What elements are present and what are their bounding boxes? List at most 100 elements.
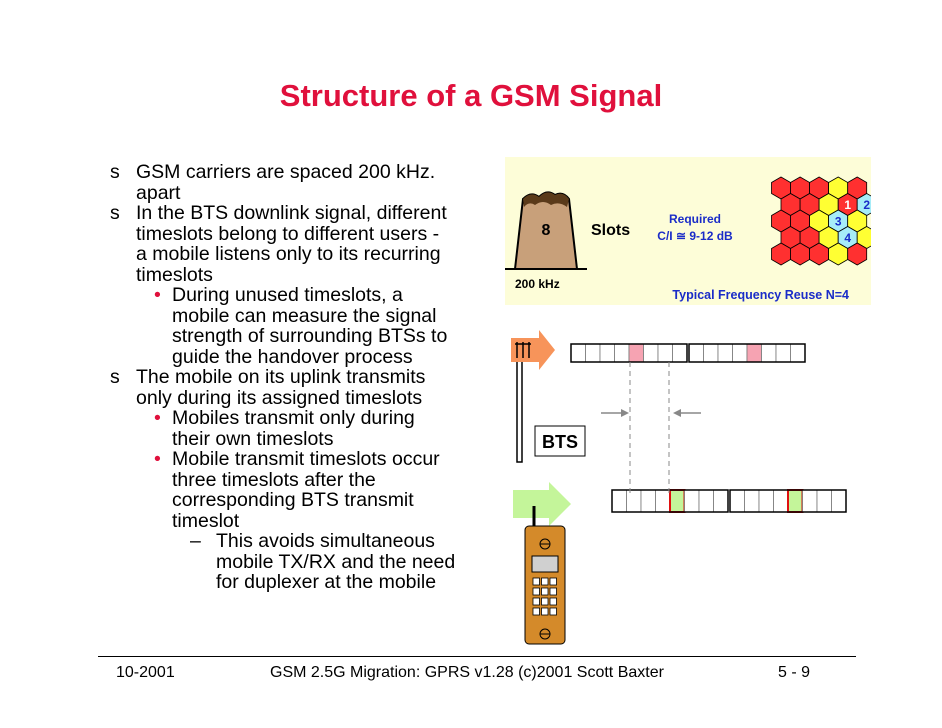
bullet-marker: • [154,284,161,306]
bullet-line: timeslots [136,263,213,286]
bullet-line: strength of surrounding BTSs to [172,325,448,347]
timeslot [672,343,688,363]
slot-count-label: 8 [542,222,551,239]
keypad-key [532,607,540,616]
uplink-arrow [513,482,571,526]
bts-label: BTS [542,432,578,452]
antenna-mast [516,357,523,463]
bullet-line: their own timeslots [172,427,334,450]
downlink-arrow [511,330,555,370]
keypad-key [532,577,540,586]
carrier-diagram: 8 Slots 200 kHz Required C/I ≅ 9-12 dB T… [505,176,877,302]
active-timeslot [628,343,644,363]
keypad-key [549,587,557,596]
timeslot [816,489,832,513]
tdma-frame-border [611,489,729,513]
carrier-spectrum-top [523,192,569,207]
bullet-item: s GSM carriers are spaced 200 kHz.apart [110,162,510,203]
bullet-marker: – [190,530,201,552]
bullet-line: only during its assigned timeslots [136,386,423,409]
cell-number: 2 [863,198,870,212]
keypad-key [541,577,549,586]
bullet-line: GSM carriers are spaced 200 kHz. [136,161,436,183]
timeslot [758,489,774,513]
required-label: Required [669,212,721,226]
bullet-line: a mobile listens only to its recurring [136,243,441,265]
reuse-label: Typical Frequency Reuse N=4 [672,288,849,302]
antenna-icon [515,342,531,358]
timeslot [684,489,700,513]
uplink-tdma-frame [611,489,847,513]
bullet-line: The mobile on its uplink transmits [136,366,426,388]
bullet-marker: s [110,202,120,224]
timeslot [802,489,818,513]
bullet-line: During unused timeslots, a [172,284,403,306]
timeslot [585,343,601,363]
active-timeslot [669,489,686,513]
keypad-key [532,597,540,606]
keypad-key [549,607,557,616]
timeslot [626,489,642,513]
timeslot [713,489,729,513]
timeslot [611,489,627,513]
slide-title: Structure of a GSM Signal [279,78,663,113]
timing-diagram: BTS [511,330,847,645]
keypad-key [541,597,549,606]
active-timeslot [746,343,762,363]
bullet-marker: s [110,366,120,388]
bullet-line: for duplexer at the mobile [216,571,437,593]
keypad-key [549,577,557,586]
bullet-marker: • [154,448,161,470]
cell-number: 4 [844,231,851,245]
cell-number: 1 [844,198,851,212]
keypad-key [541,587,549,596]
bullet-line: mobile TX/RX and the need [216,550,456,573]
timeslot [831,489,847,513]
timeslot [614,343,630,363]
timeslot [717,343,733,363]
timeslot [775,343,791,363]
footer-date: 10-2001 [116,664,175,681]
downlink-tdma-frame [570,343,806,363]
bullet-line: three timeslots after the [172,468,376,491]
bullet-line: corresponding BTS transmit [172,489,414,511]
reuse-hex-cell [847,242,868,266]
timeslot [655,489,671,513]
timeslot [657,343,673,363]
ci-label: C/I ≅ 9-12 dB [657,229,733,243]
tdma-frame-border [729,489,847,513]
timeslot [773,489,789,513]
tdma-frame-border [688,343,806,363]
bandwidth-label: 200 kHz [515,277,560,291]
timeslot [790,343,806,363]
footer-page-number: 5 - 9 [778,664,811,681]
active-timeslot [787,489,804,513]
keypad-key [549,597,557,606]
slots-label: Slots [591,222,630,239]
bullet-line: apart [136,181,181,204]
keypad-key [532,587,540,596]
footer-divider [98,656,856,657]
keypad-key [541,607,549,616]
timeslot [688,343,704,363]
bullet-line: This avoids simultaneous [216,530,435,552]
bullet-marker: • [154,407,161,429]
footer-center-text: GSM 2.5G Migration: GPRS v1.28 (c)2001 S… [270,664,664,681]
bullet-marker: s [110,161,120,183]
timeslot [640,489,656,513]
cell-number: 3 [835,215,842,229]
bullet-line: timeslot [172,509,240,532]
timeslot [744,489,760,513]
timeslot [698,489,714,513]
timeslot [599,343,615,363]
offset-indicator [601,409,701,417]
timeslot [761,343,777,363]
bullet-line: Mobile transmit timeslots occur [172,448,440,470]
timeslot [570,343,586,363]
